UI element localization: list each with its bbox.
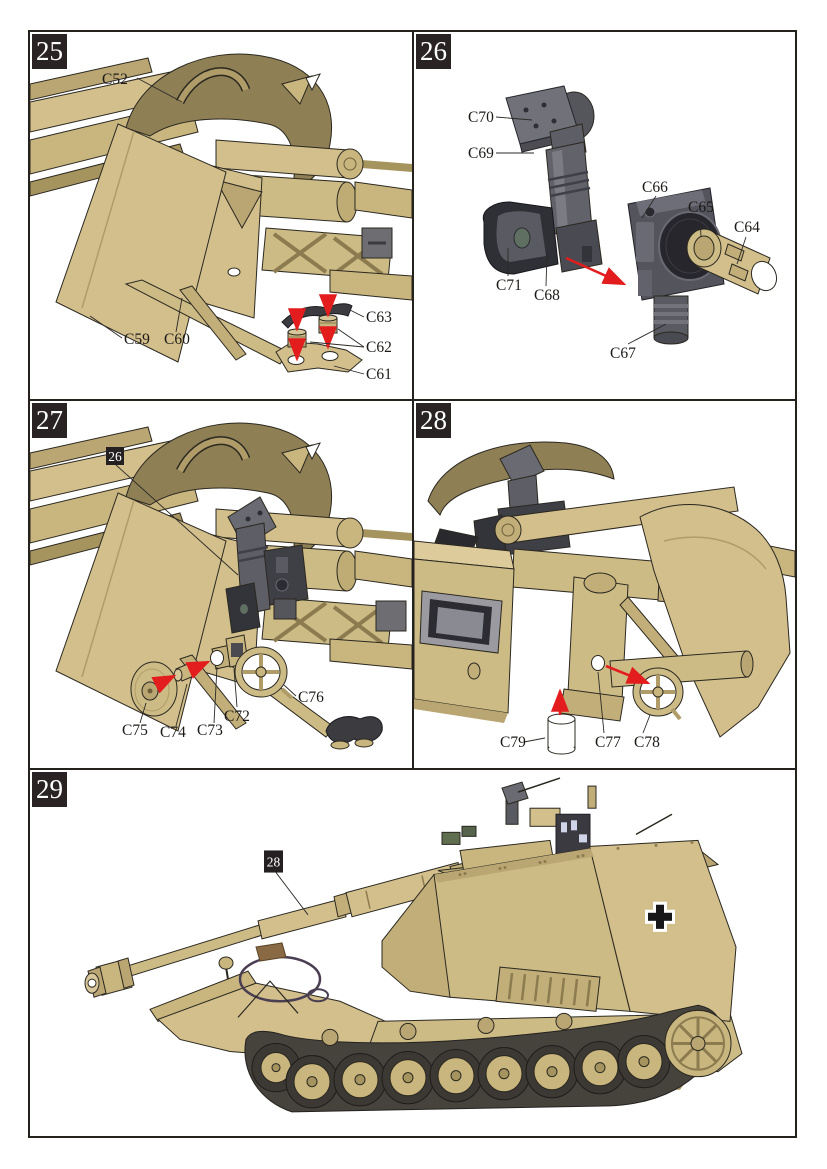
step-number-badge-28: 28 [416, 403, 451, 438]
engine-vents [495, 966, 601, 1012]
part-label-C69: C69 [468, 145, 494, 162]
red-assembly-arrow [565, 256, 627, 286]
step-25-illustration: C52 C59 C60 C63 C62 C61 [30, 53, 412, 383]
step-27-illustration: 26 C75 C74 C73 C72 C76 [30, 422, 412, 750]
part-labels: C75 C74 C73 C72 C76 [122, 666, 324, 741]
part-labels: C52 C59 C60 C63 C62 C61 [89, 71, 392, 383]
step-panel-26: 26 [414, 32, 795, 401]
part-label-C60: C60 [164, 331, 190, 348]
step-panel-27: 27 [30, 401, 414, 770]
step-26-illustration: C70 C69 C71 C68 C66 C65 C64 C67 [468, 85, 778, 362]
carriage-truss [261, 227, 412, 301]
periscope-guard-c71 [482, 201, 559, 275]
callout-ref-text: 26 [108, 449, 122, 464]
part-label-C70: C70 [468, 109, 494, 126]
step-panel-25: 25 [30, 32, 414, 401]
part-label-C64: C64 [734, 219, 760, 236]
periscope-column-c69 [545, 123, 593, 235]
step-29-illustration: 28 [84, 777, 743, 1113]
step-28-illustration: C79 C77 C78 [414, 441, 795, 755]
part-label-C68: C68 [534, 287, 560, 304]
red-assembly-arrows [287, 294, 338, 362]
step-panel-29: 29 [30, 770, 795, 1136]
muzzle-brake [84, 957, 135, 998]
part-label-C71: C71 [496, 277, 522, 294]
part-label-C59: C59 [124, 331, 150, 348]
step-number-badge-26: 26 [416, 34, 451, 69]
step-grid: 25 [28, 30, 797, 1138]
return-rollers [321, 1012, 573, 1047]
red-assembly-arrows [151, 660, 211, 694]
deck-details [218, 942, 329, 1018]
part-label-C52: C52 [102, 71, 128, 88]
part-label-C75: C75 [122, 722, 148, 739]
callout-ref-text: 28 [267, 854, 281, 869]
part-labels: C79 C77 C78 [500, 671, 660, 751]
road-wheels [285, 1034, 671, 1109]
mounted-periscope-assembly [225, 496, 309, 634]
part-label-C72: C72 [224, 708, 250, 725]
step-number-badge-27: 27 [32, 403, 67, 438]
part-label-C73: C73 [197, 722, 223, 739]
part-c63-bracket [281, 303, 353, 329]
breech-box [414, 540, 515, 723]
part-label-C61: C61 [366, 366, 392, 383]
handwheel-c78 [632, 667, 684, 721]
handwheel-c76 [234, 646, 294, 700]
part-label-C77: C77 [595, 734, 621, 751]
balkenkreuz-insignia [645, 901, 675, 932]
wheel-plate-c75 [130, 661, 178, 717]
part-label-C79: C79 [500, 734, 526, 751]
cylinder-c79 [547, 713, 576, 755]
callout-badge-26: 26 [106, 447, 239, 576]
step-panel-28: 28 [414, 401, 795, 770]
superstructure [381, 777, 737, 1022]
part-label-C62: C62 [366, 339, 392, 356]
part-labels: C70 C69 C71 C68 C66 C65 C64 C67 [468, 109, 760, 362]
step-number-badge-29: 29 [32, 772, 67, 807]
part-label-C74: C74 [160, 724, 186, 741]
peg-c77 [591, 655, 605, 671]
callout-badge-28: 28 [264, 850, 309, 916]
part-label-C67: C67 [610, 345, 636, 362]
cylinder-c67 [653, 295, 689, 345]
collar-c65 [686, 228, 722, 268]
part-label-C65: C65 [688, 199, 714, 216]
drive-sprocket [664, 1009, 732, 1078]
part-label-C78: C78 [634, 734, 660, 751]
step-number-badge-25: 25 [32, 34, 67, 69]
red-assembly-arrows [550, 664, 651, 715]
curved-gun-shield [125, 53, 332, 191]
part-label-C76: C76 [298, 689, 324, 706]
part-label-C63: C63 [366, 309, 392, 326]
main-gun-shield [639, 504, 791, 738]
curved-gun-shield [427, 441, 615, 516]
part-label-C66: C66 [642, 179, 668, 196]
trail-arm [124, 279, 363, 373]
